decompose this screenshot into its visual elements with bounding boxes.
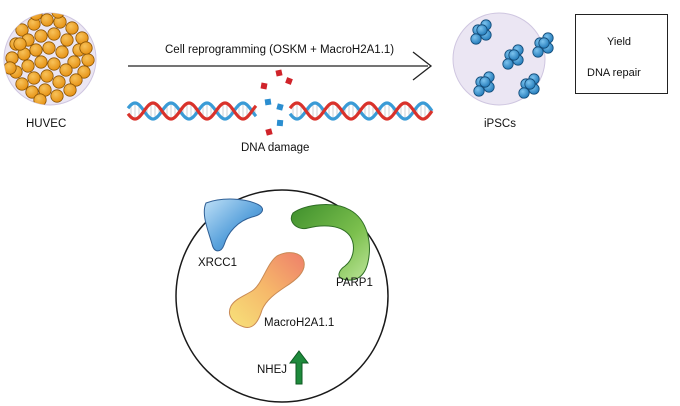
ipsc-cell bbox=[518, 87, 530, 99]
huvec-cell bbox=[65, 21, 79, 35]
huvec-cell bbox=[52, 75, 66, 89]
ipsc-cell bbox=[502, 58, 514, 70]
ipsc-colony bbox=[473, 71, 495, 97]
legend-box: Yield DNA repair bbox=[575, 14, 668, 94]
macroh2a-label: MacroH2A1.1 bbox=[264, 317, 335, 329]
huvec-cell bbox=[67, 55, 81, 69]
ipsc-colony bbox=[502, 44, 524, 70]
dna-strand bbox=[288, 101, 434, 121]
xrcc1-label: XRCC1 bbox=[198, 257, 237, 269]
huvec-cell bbox=[63, 83, 77, 97]
ipsc-colony bbox=[470, 19, 492, 45]
huvec-label: HUVEC bbox=[26, 118, 67, 130]
huvec-cell bbox=[4, 61, 17, 75]
nhej-up-arrow-icon bbox=[289, 350, 309, 385]
huvec-cell bbox=[60, 33, 74, 47]
dna-strand bbox=[126, 101, 258, 121]
macroh2a-protein-shape bbox=[229, 252, 305, 329]
huvec-cell bbox=[69, 73, 83, 87]
dna-damage-label: DNA damage bbox=[241, 142, 310, 154]
xrcc1-protein-shape bbox=[203, 198, 263, 252]
huvec-cell bbox=[15, 77, 29, 91]
reprogramming-arrow bbox=[128, 51, 433, 81]
huvec-cell bbox=[21, 59, 35, 73]
huvec-cell bbox=[25, 85, 39, 99]
huvec-cell bbox=[81, 53, 95, 67]
huvec-cell bbox=[79, 41, 93, 55]
nhej-label: NHEJ bbox=[257, 364, 288, 376]
dna-strand bbox=[288, 101, 434, 121]
huvec-dish bbox=[3, 12, 97, 106]
ipsc-colony bbox=[518, 73, 540, 99]
huvec-cell bbox=[55, 45, 69, 59]
ipsc-dish bbox=[452, 12, 554, 106]
huvec-cell bbox=[77, 65, 91, 79]
huvec-cell bbox=[42, 41, 56, 55]
ipsc-cell bbox=[476, 24, 488, 36]
huvec-cell bbox=[51, 13, 65, 19]
huvec-cell bbox=[34, 29, 48, 43]
huvec-cell bbox=[34, 55, 48, 69]
huvec-cell bbox=[29, 43, 43, 57]
ipscs-label: iPSCs bbox=[484, 118, 516, 130]
reprogramming-label: Cell reprogramming (OSKM + MacroH2A1.1) bbox=[165, 44, 395, 56]
huvec-cell bbox=[59, 63, 73, 77]
ipsc-cell bbox=[532, 46, 544, 58]
parp1-label: PARP1 bbox=[336, 277, 373, 289]
huvec-cell bbox=[50, 89, 64, 103]
ipsc-cell bbox=[473, 85, 485, 97]
ipsc-cell bbox=[524, 78, 536, 90]
huvec-cell bbox=[40, 13, 54, 27]
ipsc-cell bbox=[538, 37, 550, 49]
ipsc-cell bbox=[470, 33, 482, 45]
huvec-cell bbox=[13, 37, 27, 51]
huvec-cell bbox=[47, 27, 61, 41]
nucleus-circle bbox=[175, 189, 389, 403]
huvec-cells bbox=[4, 13, 95, 105]
ipsc-colonies bbox=[470, 19, 554, 99]
huvec-cell bbox=[27, 71, 41, 85]
broken-dna-helix bbox=[126, 101, 434, 121]
ipsc-colony bbox=[532, 32, 554, 58]
huvec-cell bbox=[47, 57, 61, 71]
parp1-protein-shape bbox=[290, 204, 370, 281]
ipsc-cell bbox=[479, 76, 491, 88]
ipsc-cell bbox=[508, 49, 520, 61]
dna-damage-fragments bbox=[260, 69, 293, 136]
huvec-cell bbox=[40, 69, 54, 83]
legend-dna-repair-label: DNA repair bbox=[587, 67, 641, 79]
legend-yield-label: Yield bbox=[607, 36, 632, 48]
huvec-cell bbox=[15, 23, 29, 37]
